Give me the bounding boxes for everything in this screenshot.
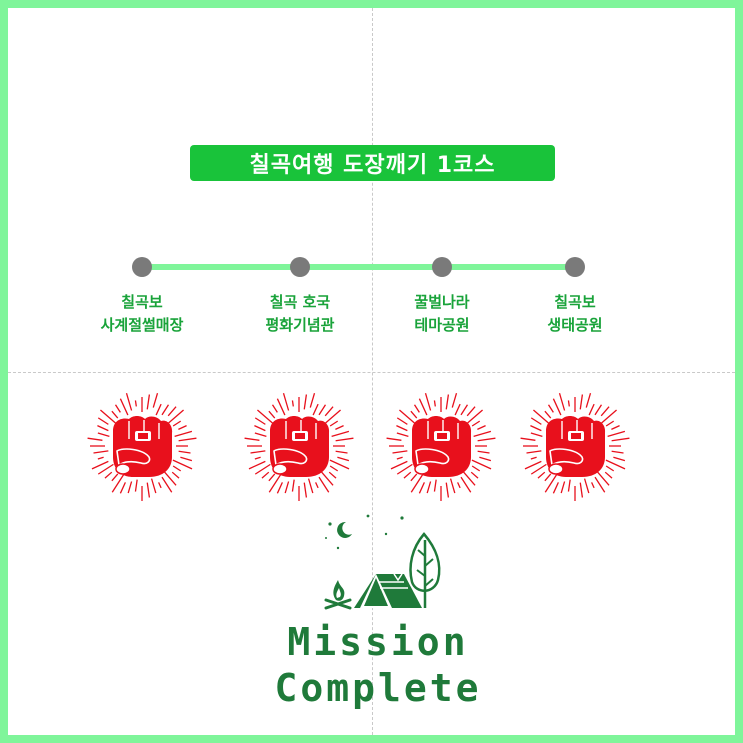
horizontal-guide-line	[8, 372, 735, 373]
fist-stamp-icon	[386, 391, 496, 501]
route-stop-dot-2	[290, 257, 310, 277]
stop-label-1: 칠곡보 사계절썰매장	[72, 291, 212, 337]
stop-label-line2: 테마공원	[414, 316, 470, 334]
stop-label-line2: 사계절썰매장	[100, 316, 184, 334]
complete-text: Complete	[274, 666, 482, 710]
route-stop-dot-3	[432, 257, 452, 277]
fist-stamp-icon	[520, 391, 630, 501]
stop-label-3: 꿀벌나라 테마공원	[372, 291, 512, 337]
route-stop-dot-1	[132, 257, 152, 277]
camping-tent-icon	[316, 504, 446, 616]
stop-label-4: 칠곡보 생태공원	[505, 291, 645, 337]
fist-stamp-icon	[87, 391, 197, 501]
stop-label-2: 칠곡 호국 평화기념관	[230, 291, 370, 337]
stop-label-line1: 칠곡 호국	[269, 293, 331, 311]
route-stop-dot-4	[565, 257, 585, 277]
vertical-guide-line	[372, 8, 373, 735]
stop-label-line1: 꿀벌나라	[414, 293, 470, 311]
page-title: 칠곡여행 도장깨기 1코스	[190, 145, 555, 181]
mission-text: Mission	[287, 620, 469, 664]
route-line	[140, 264, 575, 270]
stop-label-line1: 칠곡보	[554, 293, 596, 311]
stop-label-line1: 칠곡보	[121, 293, 163, 311]
stop-label-line2: 생태공원	[547, 316, 603, 334]
fist-stamp-icon	[244, 391, 354, 501]
stop-label-line2: 평화기념관	[265, 316, 335, 334]
